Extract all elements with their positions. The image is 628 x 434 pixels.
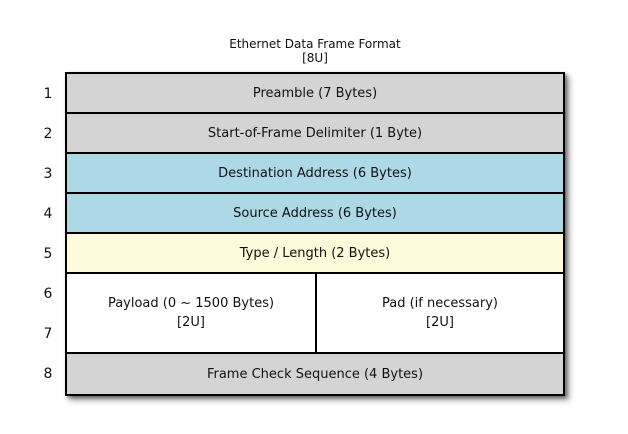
row-number-rail: 1 2 3 4 5 6 7 8 <box>34 74 62 394</box>
frame-row-label: Destination Address (6 Bytes) <box>218 165 412 181</box>
row-number-4: 4 <box>43 206 53 222</box>
diagram-title-line2: [8U] <box>302 51 328 65</box>
row-number-8: 8 <box>43 366 53 382</box>
frame-row-label: Type / Length (2 Bytes) <box>239 245 391 261</box>
frame-row-destination-address: Destination Address (6 Bytes) <box>67 154 563 194</box>
frame-row-label: Frame Check Sequence (4 Bytes) <box>206 366 424 382</box>
frame-row-sfd: Start-of-Frame Delimiter (1 Byte) <box>67 114 563 154</box>
pad-label: Pad (if necessary) <box>381 296 498 311</box>
row-number-7: 7 <box>43 326 53 342</box>
row-number-1: 1 <box>43 86 53 102</box>
diagram-title: Ethernet Data Frame Format [8U] <box>65 37 565 65</box>
frame-row-preamble: Preamble (7 Bytes) <box>67 74 563 114</box>
frame-row-label: Preamble (7 Bytes) <box>252 85 378 101</box>
payload-sub-label: [2U] <box>177 315 205 330</box>
frame-row-label: Source Address (6 Bytes) <box>233 205 397 221</box>
frame-row-source-address: Source Address (6 Bytes) <box>67 194 563 234</box>
frame-row-type-length: Type / Length (2 Bytes) <box>67 234 563 274</box>
diagram-title-line1: Ethernet Data Frame Format <box>229 37 401 51</box>
row-number-2: 2 <box>43 126 53 142</box>
row-number-3: 3 <box>43 166 53 182</box>
payload-cell: Payload (0 ~ 1500 Bytes) [2U] <box>67 274 315 352</box>
frame-format-table: Preamble (7 Bytes) Start-of-Frame Delimi… <box>65 72 565 396</box>
frame-row-payload-pad: Payload (0 ~ 1500 Bytes) [2U] Pad (if ne… <box>67 274 563 354</box>
row-number-6-7: 6 7 <box>34 274 62 354</box>
frame-row-fcs: Frame Check Sequence (4 Bytes) <box>67 354 563 394</box>
payload-label: Payload (0 ~ 1500 Bytes) <box>107 296 275 311</box>
row-number-5: 5 <box>43 246 53 262</box>
pad-cell: Pad (if necessary) [2U] <box>315 274 563 352</box>
pad-sub-label: [2U] <box>426 315 454 330</box>
row-number-6: 6 <box>43 286 53 302</box>
frame-row-label: Start-of-Frame Delimiter (1 Byte) <box>207 125 423 141</box>
